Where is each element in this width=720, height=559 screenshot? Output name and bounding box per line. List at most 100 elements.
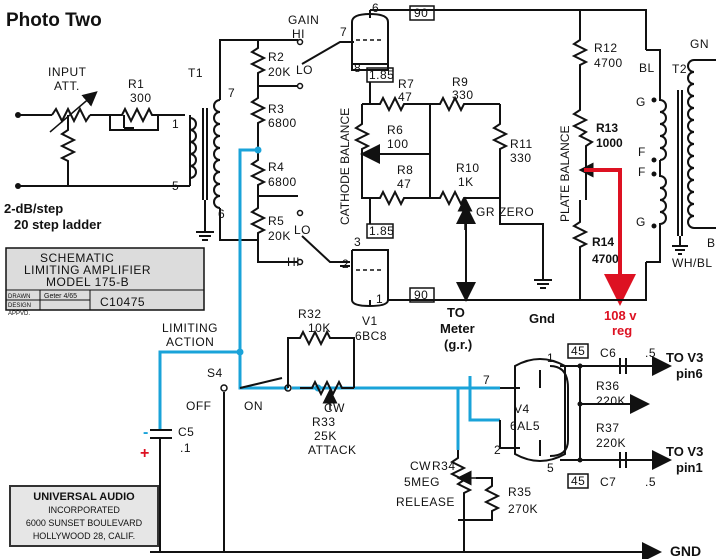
- r6-name: R6: [387, 123, 403, 137]
- limiting-label-1: LIMITING: [162, 321, 218, 335]
- r2-name: R2: [268, 50, 284, 64]
- gain-lo-label-1: LO: [296, 63, 313, 77]
- r36-value: 220K: [596, 394, 626, 408]
- t1-name: T1: [188, 66, 203, 80]
- r11-value: 330: [510, 151, 532, 165]
- r34-function: RELEASE: [396, 495, 455, 509]
- boxed-45-bottom: 45: [571, 474, 585, 488]
- boxed-90-bottom-label: 90: [414, 288, 428, 302]
- r36-name: R36: [596, 379, 620, 393]
- page-title: Photo Two: [6, 10, 102, 31]
- blue-signal-path-2: [238, 352, 318, 390]
- c7-name: C7: [600, 475, 616, 489]
- r4-name: R4: [268, 160, 284, 174]
- to-meter-label-3: (g.r.): [444, 337, 472, 352]
- title-block: SCHEMATIC LIMITING AMPLIFIER MODEL 175-B…: [5, 247, 205, 317]
- r5-name: R5: [268, 214, 284, 228]
- v1-pin1: 1: [376, 292, 383, 306]
- gnd-label: Gnd: [529, 311, 555, 326]
- company-line4: HOLLYWOOD 28, CALIF.: [33, 531, 135, 541]
- r13-value: 1000: [596, 136, 623, 150]
- r9-resistor: [430, 95, 500, 113]
- r5-value: 20K: [268, 229, 291, 243]
- c6-name: C6: [600, 346, 616, 360]
- t2-name: T2: [672, 62, 687, 76]
- v1-pin7: 7: [340, 25, 347, 39]
- r33-function: ATTACK: [308, 443, 357, 457]
- boxed-185-top-label: 1.85: [369, 68, 394, 82]
- att-label: ATT.: [54, 79, 80, 93]
- t2-f2-label: F: [638, 165, 646, 179]
- title-block-line2: LIMITING AMPLIFIER: [24, 263, 151, 277]
- t2-bl-label: BL: [639, 61, 655, 75]
- ladder-label-1: 2-dB/step: [4, 201, 63, 216]
- v4-envelope: [514, 358, 566, 462]
- r34-value: 5MEG: [404, 475, 440, 489]
- r35-name: R35: [508, 485, 532, 499]
- cathode-network: CATHODE BALANCE R7 47 R6 100 R8 47 R9 33…: [338, 75, 555, 352]
- company-line1: UNIVERSAL AUDIO: [33, 491, 135, 503]
- r12-value: 4700: [594, 56, 623, 70]
- r11-name: R11: [510, 137, 533, 151]
- r13-name: R13: [596, 121, 618, 135]
- gain-hi-label-2: HI: [287, 255, 300, 269]
- v4-pin2: 2: [494, 443, 501, 457]
- company-line3: 6000 SUNSET BOULEVARD: [26, 518, 143, 528]
- blue-signal-path-3: [318, 376, 500, 422]
- appvd-label: APPVD.: [8, 311, 30, 317]
- gain-lo-label-2: LO: [294, 223, 311, 237]
- r8-name: R8: [397, 163, 413, 177]
- sidechain: LIMITING ACTION S4 OFF ON - + C5 .1 R32 …: [140, 146, 703, 552]
- r14-name: R14: [592, 235, 614, 249]
- ground-bus: GND: [150, 542, 701, 559]
- boxed-90-bottom: [409, 287, 435, 303]
- r8-value: 47: [397, 177, 411, 191]
- title-block-line3: MODEL 175-B: [46, 275, 129, 289]
- drawing-number: C10475: [100, 295, 145, 309]
- gain-string: GAIN HI R2 20K R3 6800 R4 6800 R5 20K LO…: [249, 13, 354, 269]
- s4-on-label: ON: [244, 399, 263, 413]
- t1-pin1: 1: [172, 117, 179, 131]
- drawn-label: DRAWN: [8, 294, 30, 300]
- t2-gn-label: GN: [690, 37, 709, 51]
- gain-hi-label: HI: [292, 27, 305, 41]
- t2-wh-label: WH/BL: [672, 256, 713, 270]
- boxed-90-top-label: 90: [414, 6, 428, 20]
- v1-pin3: 3: [354, 235, 361, 249]
- t2-f1-label: F: [638, 145, 646, 159]
- c5-plus: +: [140, 445, 149, 462]
- c5-minus: -: [143, 424, 148, 441]
- r1-value: 300: [130, 91, 152, 105]
- limiting-label-2: ACTION: [166, 335, 214, 349]
- plate-balance-label: PLATE BALANCE: [558, 126, 572, 222]
- v4-name: V4: [514, 402, 530, 416]
- r2-resistor: [249, 40, 267, 86]
- t1-pin6: 6: [218, 207, 225, 221]
- v1-pin2: 2: [342, 257, 349, 271]
- r10-resistor: [430, 189, 500, 207]
- r32-name: R32: [298, 307, 322, 321]
- r4-resistor: [249, 150, 267, 196]
- regulator-arrow: [584, 168, 636, 306]
- c5-name: C5: [178, 425, 194, 439]
- c5-value: .1: [180, 441, 191, 455]
- v4-pin1: 1: [547, 351, 554, 365]
- r10-name: R10: [456, 161, 480, 175]
- boxed-185-bottom-label: 1.85: [369, 224, 394, 238]
- r34-name: R34: [432, 459, 456, 473]
- v4-pin5: 5: [547, 461, 554, 475]
- input-section: INPUT ATT. R1 300 1 5 2-dB/step 20 step …: [4, 65, 190, 232]
- to-meter-label-2: Meter: [440, 321, 475, 336]
- r35-value: 270K: [508, 502, 538, 516]
- r3-name: R3: [268, 102, 284, 116]
- r34-cw: CW: [410, 459, 431, 473]
- v1-pin8: 8: [354, 61, 361, 75]
- to-v3-pin1-label-1: TO V3: [666, 444, 703, 459]
- boxed-90-top: [409, 5, 435, 21]
- reg-label-2: reg: [612, 323, 632, 338]
- r32-value: 10K: [308, 321, 331, 335]
- r11-resistor: [491, 104, 509, 198]
- r4-value: 6800: [268, 175, 297, 189]
- c7-value: .5: [645, 475, 656, 489]
